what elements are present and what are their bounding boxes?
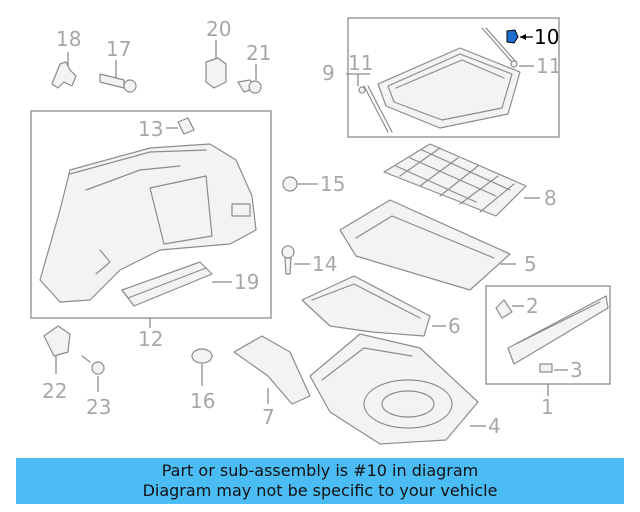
part-8-cargo-net: [383, 143, 540, 217]
callout-11a: 11: [348, 51, 373, 75]
callout-12: 12: [138, 327, 163, 351]
banner-line-part-number: Part or sub-assembly is #10 in diagram: [161, 461, 479, 480]
callout-11b: 11: [536, 54, 561, 78]
callout-4: 4: [488, 414, 501, 438]
callout-16: 16: [190, 389, 215, 413]
parts-diagram: 18 17 20 21 9 11 10 11 13 15 8 14 5 19 2…: [30, 17, 611, 445]
part-10-highlighted: [506, 29, 533, 44]
callout-6: 6: [448, 314, 461, 338]
part-14-bolt: [281, 245, 310, 275]
part-1-sill-plate: [495, 295, 609, 396]
callout-5: 5: [524, 252, 537, 276]
callout-18: 18: [56, 27, 81, 51]
part-20-clip: [205, 40, 227, 89]
callout-20: 20: [206, 17, 231, 41]
part-16-grommet: [191, 348, 213, 386]
callout-3: 3: [570, 358, 583, 382]
part-12-quarter-trim: [39, 143, 257, 328]
part-9-cargo-cover: [358, 27, 521, 133]
callout-1: 1: [541, 395, 554, 419]
callout-2: 2: [526, 294, 539, 318]
part-17-screw: [99, 60, 137, 93]
callout-17: 17: [106, 37, 131, 61]
callout-9: 9: [322, 61, 335, 85]
banner-line-disclaimer: Diagram may not be specific to your vehi…: [142, 481, 498, 500]
part-19-tray: [121, 261, 232, 307]
callout-22: 22: [42, 379, 67, 403]
callout-10-highlighted: 10: [534, 25, 559, 49]
part-6-storage-box: [301, 275, 446, 337]
part-7-bracket: [233, 335, 311, 405]
part-21-bolt: [237, 64, 262, 94]
part-18-clip: [51, 52, 77, 89]
part-4-wheel-well: [309, 333, 486, 445]
part-22-clip: [43, 325, 71, 374]
group-box-9: [347, 17, 560, 138]
part-15-pin: [282, 176, 318, 192]
callout-14: 14: [312, 252, 337, 276]
part-23-screw: [81, 355, 105, 392]
group-box-12: [30, 110, 272, 319]
callout-13: 13: [138, 117, 163, 141]
callout-19: 19: [234, 270, 259, 294]
callout-15: 15: [320, 172, 345, 196]
callout-23: 23: [86, 395, 111, 419]
info-banner: Part or sub-assembly is #10 in diagram D…: [16, 458, 624, 504]
callout-7: 7: [262, 405, 275, 429]
callout-21: 21: [246, 41, 271, 65]
callout-8: 8: [544, 186, 557, 210]
part-13-clip: [166, 117, 195, 135]
part-5-floor-board: [339, 199, 516, 291]
